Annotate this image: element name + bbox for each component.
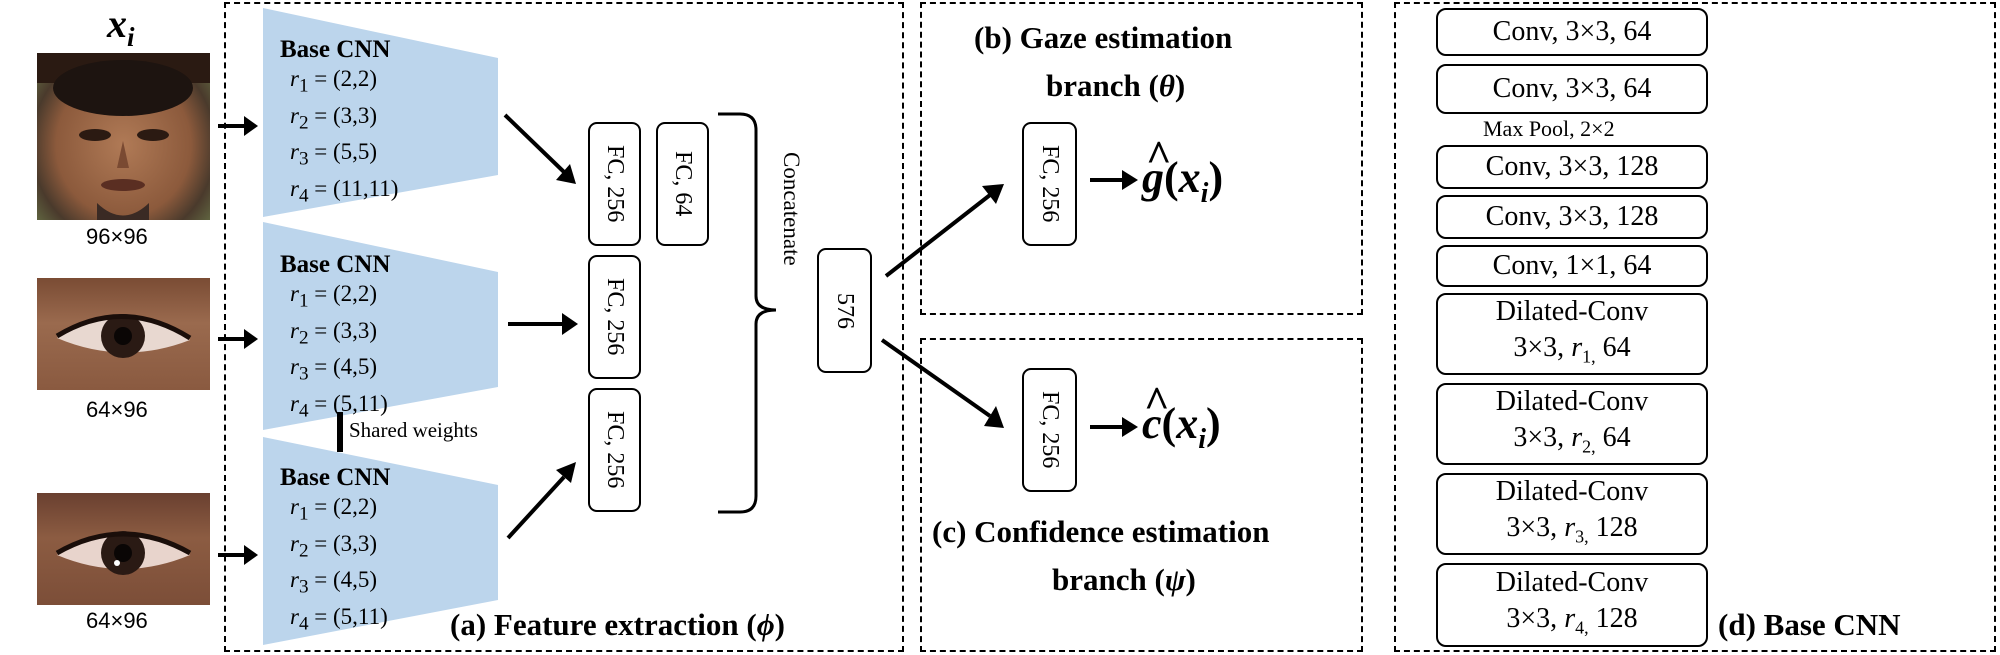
layer-dilated-2: Dilated-Conv 3×3, r2, 64: [1436, 383, 1708, 465]
dilation-r4: r4 = (5,11): [290, 603, 388, 635]
layer-dilated-3: Dilated-Conv 3×3, r3, 128: [1436, 473, 1708, 555]
face-image: [37, 53, 210, 220]
right-eye-image: [37, 493, 210, 605]
conf-func: c^: [1142, 378, 1170, 448]
confidence-output: c^(xi): [1142, 378, 1221, 455]
face-drawing: [37, 53, 210, 220]
dilation-r1: r1 = (2,2): [290, 494, 378, 525]
panel-b-title-line1: (b) Gaze estimation: [974, 20, 1233, 55]
input-symbol-x: x: [107, 1, 127, 46]
base-cnn-trapezoid-right-eye: [263, 437, 498, 645]
cnn-to-fc-arrows: [503, 113, 578, 540]
panel-c-title-line1: (c) Confidence estimation: [932, 514, 1270, 549]
layer-conv-2: Conv, 3×3, 64: [1436, 64, 1708, 114]
input-symbol: xi: [107, 0, 135, 53]
panel-base-cnn: [1394, 2, 1996, 652]
fc-right-eye-256: FC, 256: [588, 388, 641, 512]
dilation-r1: r1 = (2,2): [290, 281, 378, 312]
layer-conv-3: Conv, 3×3, 128: [1436, 145, 1708, 189]
right-eye-drawing: [55, 531, 192, 575]
panel-gaze-branch: [920, 2, 1363, 315]
panel-feature-extraction: [224, 2, 904, 652]
base-cnn-trapezoid-face: [263, 8, 498, 217]
fc-gaze-256: FC, 256: [1022, 122, 1077, 246]
fc-confidence-256: FC, 256: [1022, 368, 1077, 492]
dilation-r3: r3 = (4,5): [290, 567, 378, 598]
input-arrows: [218, 116, 258, 565]
panel-c-title-line2: branch (ψ): [1052, 562, 1196, 597]
concat-576-box: 576: [817, 248, 872, 373]
base-cnn-title: Base CNN: [280, 251, 391, 278]
fc-face-64: FC, 64: [656, 122, 709, 246]
maxpool-label: Max Pool, 2×2: [1483, 116, 1615, 141]
dilation-r2: r2 = (3,3): [290, 317, 378, 349]
left-eye-image: [37, 278, 210, 390]
gaze-output: g^(xi): [1142, 132, 1224, 209]
branch-arrows: [880, 184, 1004, 428]
right-eye-size-label: 64×96: [86, 608, 148, 633]
concatenate-label: Concatenate: [779, 152, 804, 266]
left-eye-size-label: 64×96: [86, 397, 148, 422]
dilation-r3: r3 = (4,5): [290, 354, 378, 385]
dilation-r2: r2 = (3,3): [290, 102, 378, 134]
dilation-r1: r1 = (2,2): [290, 66, 378, 97]
concatenate-brace: [718, 112, 777, 514]
panel-b-title-line2: branch (θ): [1046, 68, 1186, 103]
base-cnn-label-right-eye: Base CNN r1 = (2,2) r2 = (3,3) r3 = (4,5…: [280, 464, 390, 638]
base-cnn-label-left-eye: Base CNN r1 = (2,2) r2 = (3,3) r3 = (4,5…: [280, 251, 390, 425]
dilation-r2: r2 = (3,3): [290, 530, 378, 562]
gaze-func: g^: [1142, 132, 1172, 202]
base-cnn-title: Base CNN: [280, 464, 391, 491]
base-cnn-title: Base CNN: [280, 36, 391, 63]
dilation-r4: r4 = (11,11): [290, 175, 399, 207]
fc-left-eye-256: FC, 256: [588, 255, 641, 379]
left-eye-drawing: [55, 314, 192, 358]
dilation-r4: r4 = (5,11): [290, 390, 388, 422]
face-size-label: 96×96: [86, 224, 148, 249]
panel-d-title: (d) Base CNN: [1718, 607, 1901, 642]
layer-conv-4: Conv, 3×3, 128: [1436, 195, 1708, 239]
panel-confidence-branch: [920, 338, 1363, 652]
input-symbol-sub: i: [127, 22, 135, 52]
base-cnn-label-face: Base CNN r1 = (2,2) r2 = (3,3) r3 = (5,5…: [280, 36, 398, 210]
dilation-r3: r3 = (5,5): [290, 139, 378, 170]
layer-conv-5: Conv, 1×1, 64: [1436, 245, 1708, 287]
layer-dilated-1: Dilated-Conv 3×3, r1, 64: [1436, 293, 1708, 375]
layer-conv-1: Conv, 3×3, 64: [1436, 8, 1708, 56]
output-arrows: [1090, 170, 1138, 437]
fc-face-256: FC, 256: [588, 122, 641, 246]
base-cnn-trapezoid-left-eye: [263, 222, 498, 430]
shared-weights-label: Shared weights: [349, 418, 478, 442]
layer-dilated-4: Dilated-Conv 3×3, r4, 128: [1436, 563, 1708, 647]
panel-a-title: (a) Feature extraction (ϕ): [450, 607, 785, 642]
